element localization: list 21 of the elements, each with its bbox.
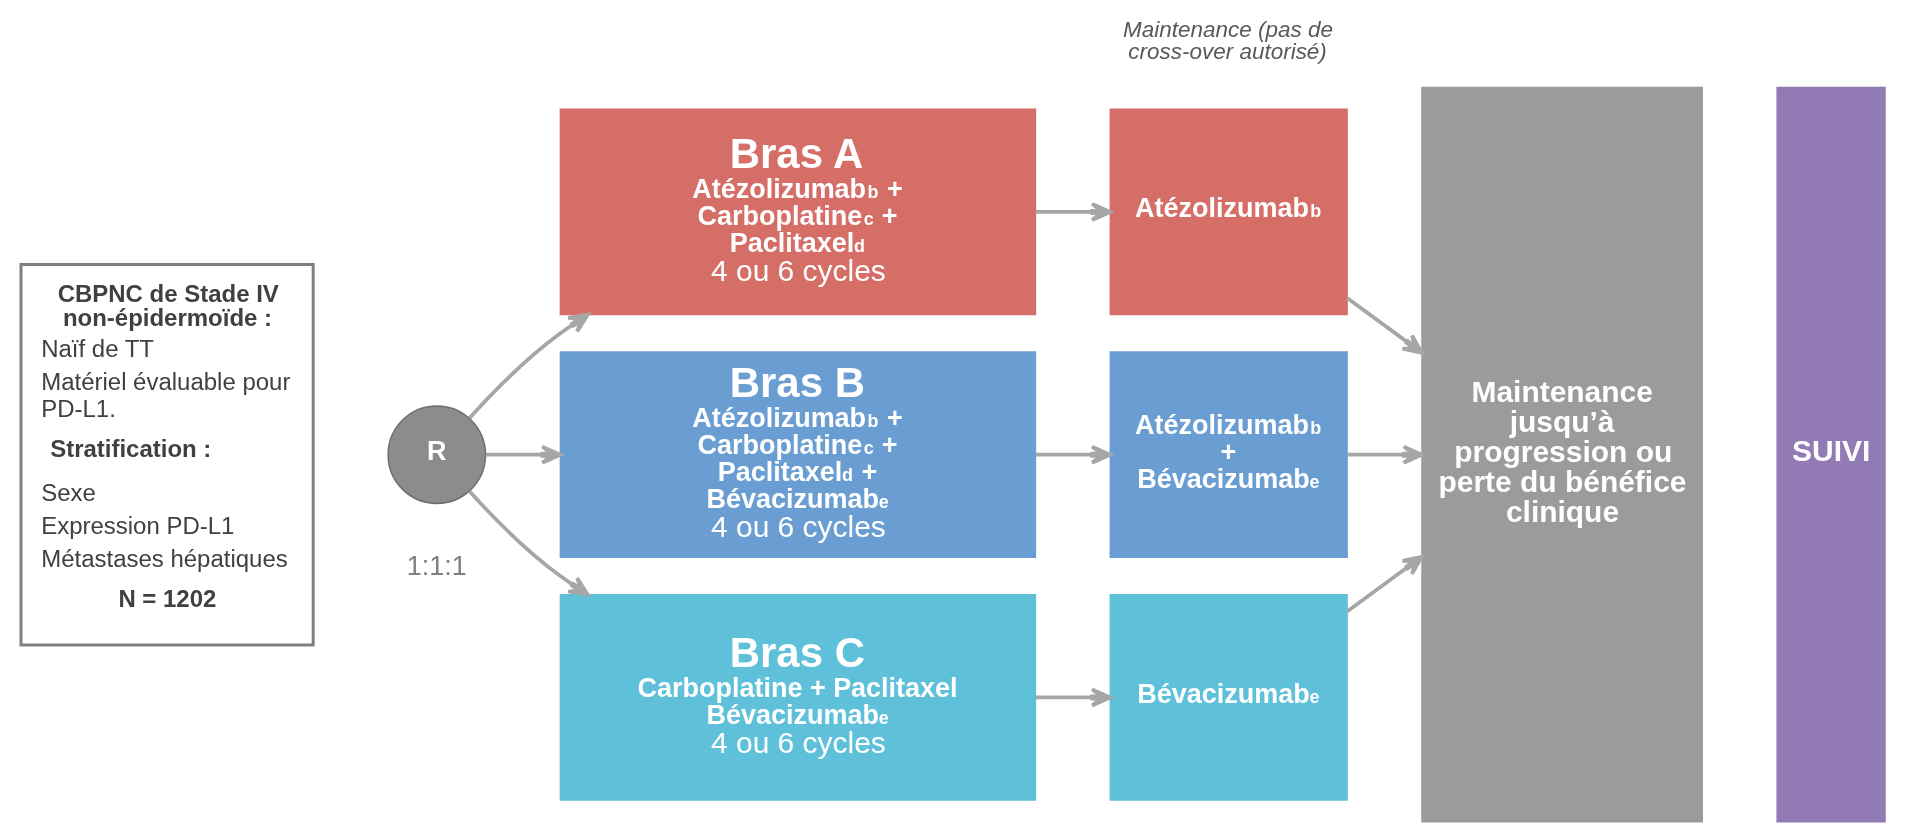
- node-box: Atézolizumabb: [1109, 108, 1348, 316]
- node-box: CBPNC de Stade IV non-épidermoïde : Naïf de TT Matériel évaluable pour PD-L1. Stratification : Sexe Expression PD-L1 Métastases hépatiques N = 1202: [19, 262, 315, 647]
- arrow: [1346, 444, 1424, 465]
- arrow: [485, 444, 562, 465]
- label: Maintenance (pas de cross-over autorisé): [1122, 16, 1333, 65]
- node-box: Bras A Atézolizumabb + Carboplatinec + Paclitaxeld 4 ou 6 cycles: [559, 108, 1036, 316]
- node-circle: R: [386, 405, 486, 505]
- arrow: [467, 489, 590, 597]
- node-box: Maintenance jusqu’à progression ou perte du bénéfice clinique: [1420, 86, 1703, 823]
- arrow: [1345, 554, 1424, 614]
- arrow: [1035, 202, 1112, 222]
- node-box: Bévacizumabe: [1109, 594, 1348, 801]
- node-label: 1:1:1: [406, 551, 467, 582]
- arrow: [467, 312, 590, 420]
- node-box: SUIVI: [1775, 86, 1886, 823]
- node-box: Bras C Carboplatine + Paclitaxel Bévacizumabe 4 ou 6 cycles: [559, 594, 1036, 801]
- arrow: [1035, 687, 1112, 708]
- arrow: [1035, 444, 1112, 465]
- arrow: [1345, 296, 1424, 355]
- node-box: Bras B Atézolizumabb + Carboplatinec + Paclitaxeld + Bévacizumabe 4 ou 6 cycles: [559, 351, 1036, 559]
- node-box: Atézolizumabb + Bévacizumabe: [1109, 351, 1348, 559]
